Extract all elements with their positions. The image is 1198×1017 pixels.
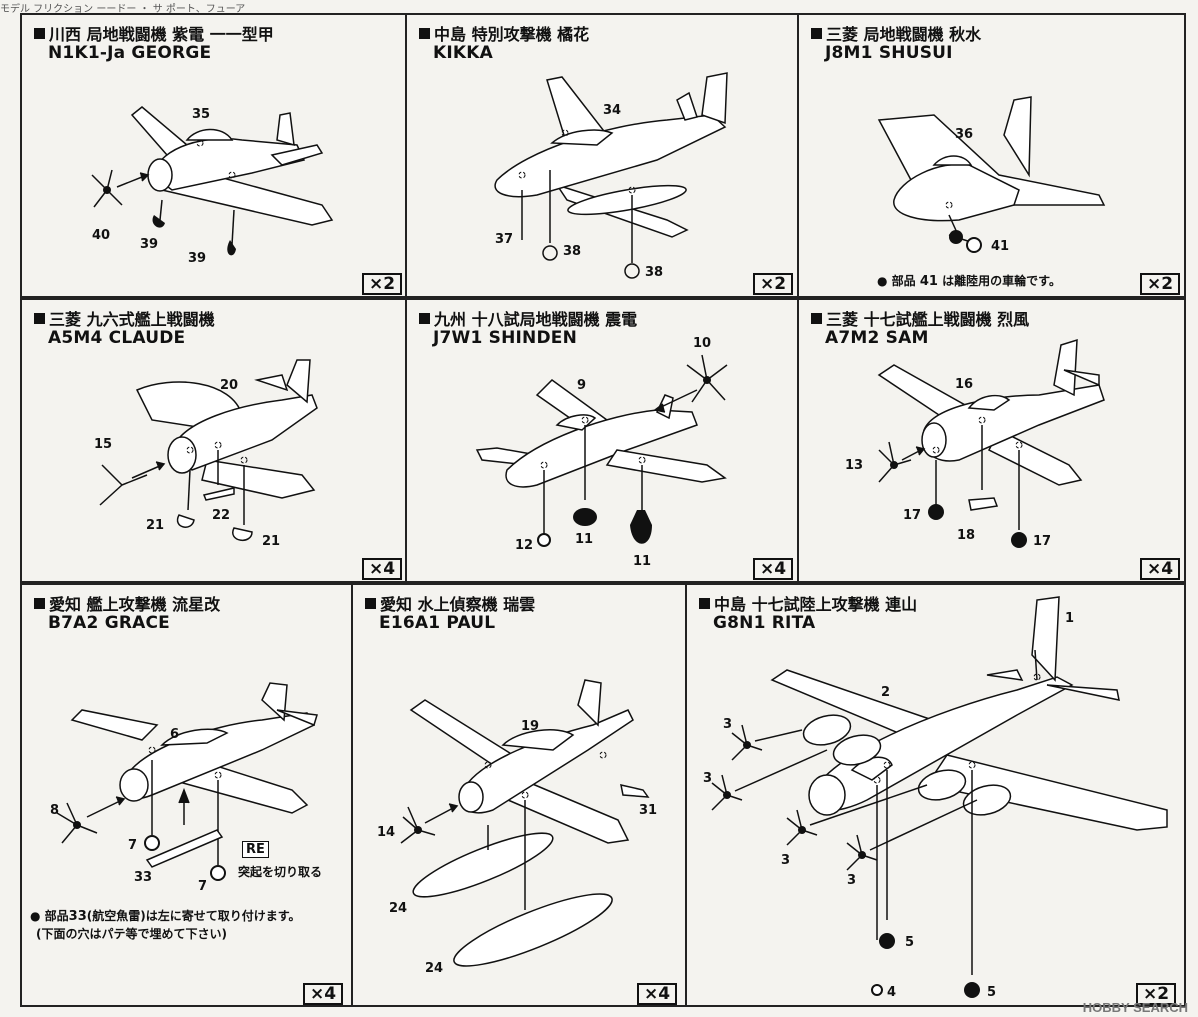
assembly-note-line2: (下面の穴はパテ等で埋めて下さい) [36, 927, 227, 941]
aircraft-drawing-paul [400, 679, 650, 967]
part-number-16: 16 [955, 377, 974, 392]
part-number-38: 38 [645, 265, 664, 280]
part-number-15: 15 [94, 437, 113, 452]
panel-title: 三菱 局地戦闘機 秋水 [811, 21, 981, 45]
aircraft-drawing-kikka [494, 72, 728, 279]
re-caption: 突起を切り取る [238, 865, 323, 879]
part-number-4: 4 [887, 985, 897, 1000]
part-number-11: 11 [633, 554, 652, 569]
panel-shusui: 三菱 局地戦闘機 秋水 J8M1 SHUSUI 36 41 ● 部品 41 は離… [797, 13, 1186, 298]
panel-claude: 三菱 九六式艦上戦闘機 A5M4 CLAUDE 20 15 21 22 21 ×… [20, 298, 407, 583]
quantity-badge: ×2 [1136, 983, 1176, 1005]
panel-title: 中島 十七試陸上攻撃機 連山 [699, 591, 917, 615]
panel-rita: 中島 十七試陸上攻撃機 連山 G8N1 RITA [685, 583, 1186, 1007]
panel-shinden: 九州 十八試局地戦闘機 震電 J7W1 SHINDEN 10 9 12 11 1… [405, 298, 799, 583]
re-marker: RE [242, 841, 269, 858]
quantity-badge: ×4 [362, 558, 402, 580]
panel-subtitle: B7A2 GRACE [48, 613, 170, 633]
panel-subtitle: A7M2 SAM [825, 328, 929, 348]
aircraft-drawing-shiden [91, 106, 334, 256]
quantity-badge: ×4 [303, 983, 343, 1005]
part-number-2: 2 [881, 685, 891, 700]
part-number-3: 3 [781, 853, 791, 868]
part-number-20: 20 [220, 378, 239, 393]
part-number-13: 13 [845, 458, 864, 473]
quantity-badge: ×2 [362, 273, 402, 295]
aircraft-drawing-shusui [877, 96, 1106, 253]
aircraft-drawing-rita [711, 596, 1168, 998]
quantity-badge: ×4 [1140, 558, 1180, 580]
quantity-badge: ×2 [753, 273, 793, 295]
part-number-24: 24 [389, 901, 408, 916]
part-number-14: 14 [377, 825, 396, 840]
part-number-21: 21 [146, 518, 165, 533]
part-number-6: 6 [170, 727, 180, 742]
part-number-18: 18 [957, 528, 976, 543]
part-number-11: 11 [575, 532, 594, 547]
panel-title: 三菱 九六式艦上戦闘機 [34, 306, 215, 330]
panel-title: 九州 十八試局地戦闘機 震電 [419, 306, 637, 330]
aircraft-drawing-grace [56, 682, 318, 881]
part-number-33: 33 [134, 870, 153, 885]
part-number-38: 38 [563, 244, 582, 259]
panel-subtitle: KIKKA [433, 43, 494, 63]
panel-title: 川西 局地戦闘機 紫電 一一型甲 [34, 21, 274, 45]
part-number-8: 8 [50, 803, 60, 818]
panel-grace: 愛知 艦上攻撃機 流星改 B7A2 GRACE 6 8 7 33 7 RE [20, 583, 353, 1007]
panel-sam: 三菱 十七試艦上戦闘機 烈風 A7M2 SAM 16 13 17 18 17 ×… [797, 298, 1186, 583]
part-number-5: 5 [905, 935, 915, 950]
part-number-40: 40 [92, 228, 111, 243]
panel-subtitle: J7W1 SHINDEN [433, 328, 578, 348]
panel-title: 中島 特別攻撃機 橘花 [419, 21, 589, 45]
part-number-34: 34 [603, 103, 622, 118]
part-number-36: 36 [955, 127, 974, 142]
aircraft-drawing-claude [99, 359, 318, 541]
panel-title: 愛知 艦上攻撃機 流星改 [34, 591, 220, 615]
aircraft-drawing-sam [877, 338, 1105, 548]
panel-paul: 愛知 水上偵察機 瑞雲 E16A1 PAUL 19 31 14 24 24 ×4 [351, 583, 687, 1007]
part-number-22: 22 [212, 508, 231, 523]
panel-subtitle: E16A1 PAUL [379, 613, 496, 633]
part-number-41: 41 [991, 239, 1010, 254]
panel-kikka: 中島 特別攻撃機 橘花 KIKKA 34 37 38 38 ×2 [405, 13, 799, 298]
part-number-31: 31 [639, 803, 658, 818]
panel-subtitle: N1K1-Ja GEORGE [48, 43, 212, 63]
part-number-7: 7 [198, 879, 208, 894]
part-number-39: 39 [188, 251, 207, 266]
part-number-39: 39 [140, 237, 159, 252]
part-number-35: 35 [192, 107, 211, 122]
quantity-badge: ×2 [1140, 273, 1180, 295]
panel-title: 三菱 十七試艦上戦闘機 烈風 [811, 306, 1029, 330]
panel-subtitle: J8M1 SHUSUI [825, 43, 953, 63]
panel-title: 愛知 水上偵察機 瑞雲 [365, 591, 535, 615]
part-number-1: 1 [1065, 611, 1075, 626]
part-number-17: 17 [1033, 534, 1052, 549]
part-number-19: 19 [521, 719, 540, 734]
part-number-5: 5 [987, 985, 997, 1000]
part-number-37: 37 [495, 232, 514, 247]
part-number-21: 21 [262, 534, 281, 549]
quantity-badge: ×4 [637, 983, 677, 1005]
quantity-badge: ×4 [753, 558, 793, 580]
panel-subtitle: A5M4 CLAUDE [48, 328, 186, 348]
part-number-3: 3 [703, 771, 713, 786]
part-number-3: 3 [723, 717, 733, 732]
part-number-12: 12 [515, 538, 534, 553]
page-header-strip: モデル フリクション ーードー ・ サ ポート、フューア [0, 4, 246, 14]
watermark-logo: HOBBY SEARCH [1082, 1000, 1188, 1015]
part-number-24: 24 [425, 961, 444, 976]
part-number-17: 17 [903, 508, 922, 523]
part-number-10: 10 [693, 336, 712, 351]
panel-shiden: 川西 局地戦闘機 紫電 一一型甲 N1K1-Ja GEORGE 35 40 39… [20, 13, 407, 298]
assembly-note: ● 部品 41 は離陸用の車輪です。 [877, 274, 1061, 289]
part-number-7: 7 [128, 838, 138, 853]
assembly-note: ● 部品33(航空魚雷)は左に寄せて取り付けます。 [30, 909, 301, 924]
aircraft-drawing-shinden [475, 354, 728, 547]
part-number-3: 3 [847, 873, 857, 888]
part-number-9: 9 [577, 378, 587, 393]
panel-subtitle: G8N1 RITA [713, 613, 816, 633]
